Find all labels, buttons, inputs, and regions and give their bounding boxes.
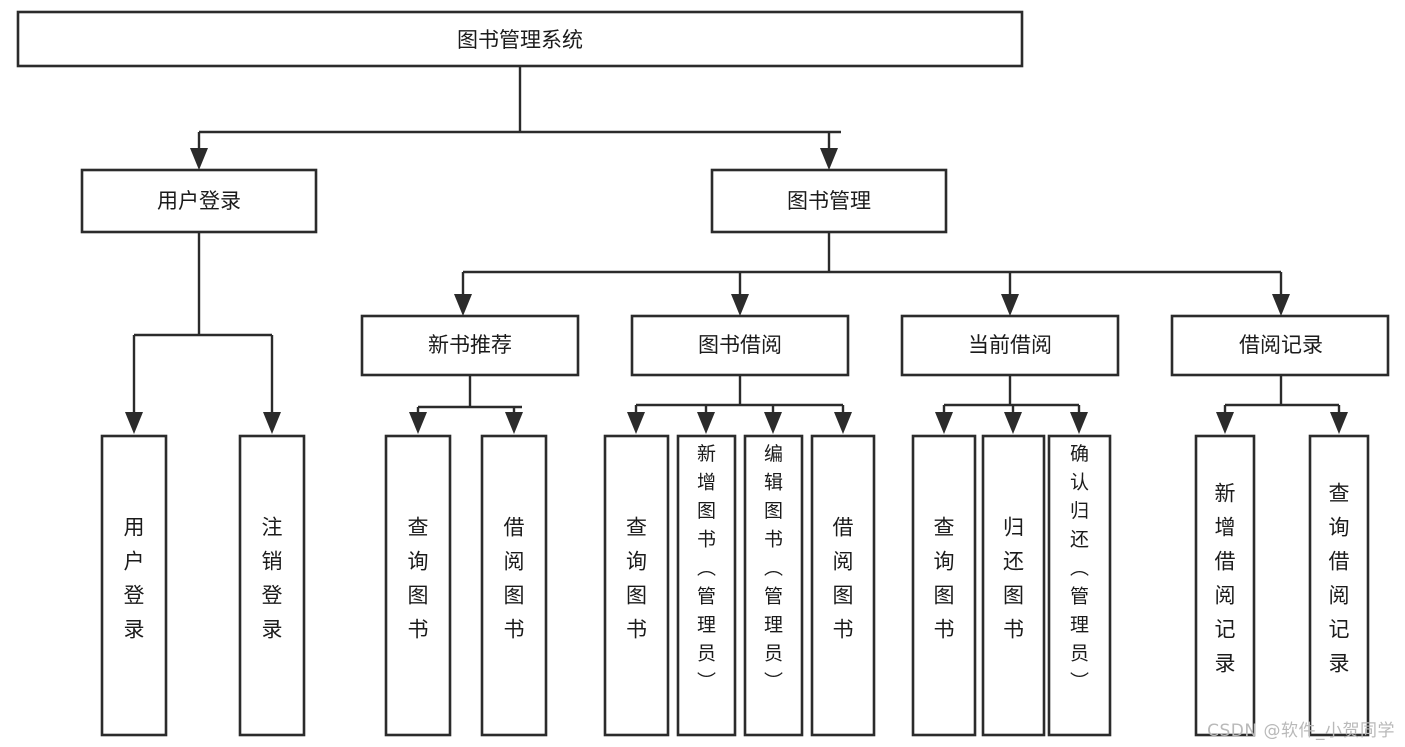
- leaf-add-borrow-record[interactable]: 新增借阅记录: [1194, 434, 1256, 737]
- leaf-confirm-return-label: 确认归还︵管理员︶: [1070, 443, 1089, 693]
- leaf-logout-login-label: 注销登录: [262, 516, 283, 642]
- arrow-root-to-book-manage: [820, 148, 838, 170]
- leaf-query-book-2-label: 查询图书: [626, 516, 647, 642]
- arrow-bb-to-leaf1: [627, 412, 645, 434]
- arrow-bb-to-leaf2: [697, 412, 715, 434]
- arrow-ul-to-leaf1: [125, 412, 143, 434]
- connector-group-borrow-record: [1216, 375, 1348, 434]
- arrow-bm-to-borrow-record: [1272, 294, 1290, 316]
- connector-group-new-book-rec: [409, 375, 523, 434]
- arrow-br-to-leaf2: [1330, 412, 1348, 434]
- arrow-cb-to-leaf3: [1070, 412, 1088, 434]
- leaf-confirm-return-box: [1047, 434, 1112, 737]
- leaf-borrow-book-2-box: [810, 434, 876, 737]
- leaf-query-borrow-record-label: 查询借阅记录: [1329, 482, 1350, 676]
- leaf-query-borrow-record-box: [1308, 434, 1370, 737]
- leaf-add-borrow-record-box: [1194, 434, 1256, 737]
- leaf-node-layer: 用户登录 注销登录 查询图书 借阅图书 查询图书 新增图书︵管理员︶ 编辑图书︵管理员︶ 借阅…: [100, 434, 1370, 737]
- node-book-borrow[interactable]: 图书借阅: [630, 314, 850, 377]
- leaf-return-book-box: [981, 434, 1046, 737]
- leaf-user-login[interactable]: 用户登录: [100, 434, 168, 737]
- leaf-borrow-book-2[interactable]: 借阅图书: [810, 434, 876, 737]
- node-new-book-rec[interactable]: 新书推荐: [360, 314, 580, 377]
- arrow-bb-to-leaf3: [764, 412, 782, 434]
- leaf-borrow-book-1-label: 借阅图书: [504, 516, 525, 642]
- leaf-return-book[interactable]: 归还图书: [981, 434, 1046, 737]
- leaf-query-book-3[interactable]: 查询图书: [911, 434, 977, 737]
- leaf-add-borrow-record-label: 新增借阅记录: [1215, 482, 1236, 676]
- leaf-add-book[interactable]: 新增图书︵管理员︶: [676, 434, 737, 737]
- node-book-borrow-box: [630, 314, 850, 377]
- arrow-root-to-user-login: [190, 148, 208, 170]
- arrow-br-to-leaf1: [1216, 412, 1234, 434]
- arrow-bm-to-current-borrow: [1001, 294, 1019, 316]
- node-borrow-record[interactable]: 借阅记录: [1170, 314, 1390, 377]
- node-root[interactable]: 图书管理系统: [16, 10, 1024, 68]
- node-book-manage[interactable]: 图书管理: [710, 168, 948, 234]
- leaf-borrow-book-1-box: [480, 434, 548, 737]
- arrow-nbr-to-leaf2: [505, 412, 523, 434]
- arrow-bm-to-book-borrow: [731, 294, 749, 316]
- leaf-borrow-book-2-label: 借阅图书: [833, 516, 854, 642]
- leaf-logout-login-box: [238, 434, 306, 737]
- node-borrow-record-label: 借阅记录: [1239, 333, 1323, 357]
- connector-group-root: [190, 66, 841, 170]
- node-current-borrow-label: 当前借阅: [968, 333, 1052, 357]
- leaf-user-login-box: [100, 434, 168, 737]
- leaf-query-book-2-box: [603, 434, 670, 737]
- node-book-manage-box: [710, 168, 948, 234]
- node-current-borrow-box: [900, 314, 1120, 377]
- node-user-login-label: 用户登录: [157, 189, 241, 213]
- connector-group-book-manage: [454, 232, 1290, 316]
- node-book-borrow-label: 图书借阅: [698, 333, 782, 357]
- arrow-cb-to-leaf1: [935, 412, 953, 434]
- leaf-query-book-3-label: 查询图书: [934, 516, 955, 642]
- node-book-manage-label: 图书管理: [787, 189, 871, 213]
- leaf-confirm-return[interactable]: 确认归还︵管理员︶: [1047, 434, 1112, 737]
- node-user-login[interactable]: 用户登录: [80, 168, 318, 234]
- leaf-edit-book[interactable]: 编辑图书︵管理员︶: [743, 434, 804, 737]
- arrow-bb-to-leaf4: [834, 412, 852, 434]
- leaf-logout-login[interactable]: 注销登录: [238, 434, 306, 737]
- leaf-user-login-label: 用户登录: [124, 516, 145, 642]
- leaf-query-borrow-record[interactable]: 查询借阅记录: [1308, 434, 1370, 737]
- node-new-book-rec-label: 新书推荐: [428, 333, 512, 357]
- node-current-borrow[interactable]: 当前借阅: [900, 314, 1120, 377]
- leaf-return-book-label: 归还图书: [1003, 516, 1024, 642]
- arrow-bm-to-new-book: [454, 294, 472, 316]
- arrow-cb-to-leaf2: [1004, 412, 1022, 434]
- leaf-add-book-box: [676, 434, 737, 737]
- leaf-query-book-1-label: 查询图书: [408, 516, 429, 642]
- node-borrow-record-box: [1170, 314, 1390, 377]
- node-root-box: [16, 10, 1024, 68]
- leaf-edit-book-label: 编辑图书︵管理员︶: [764, 443, 783, 693]
- node-root-label: 图书管理系统: [457, 28, 583, 52]
- leaf-query-book-3-box: [911, 434, 977, 737]
- leaf-query-book-1[interactable]: 查询图书: [384, 434, 452, 737]
- leaf-add-book-label: 新增图书︵管理员︶: [697, 443, 716, 693]
- arrow-ul-to-leaf2: [263, 412, 281, 434]
- arrow-nbr-to-leaf1: [409, 412, 427, 434]
- node-user-login-box: [80, 168, 318, 234]
- connector-group-user-login: [125, 232, 281, 434]
- leaf-edit-book-box: [743, 434, 804, 737]
- leaf-query-book-1-box: [384, 434, 452, 737]
- watermark-text: CSDN @软件_小贺同学: [1207, 721, 1395, 741]
- node-new-book-rec-box: [360, 314, 580, 377]
- leaf-borrow-book-1[interactable]: 借阅图书: [480, 434, 548, 737]
- connector-group-book-borrow: [627, 375, 852, 434]
- leaf-query-book-2[interactable]: 查询图书: [603, 434, 670, 737]
- connector-group-current-borrow: [935, 375, 1088, 434]
